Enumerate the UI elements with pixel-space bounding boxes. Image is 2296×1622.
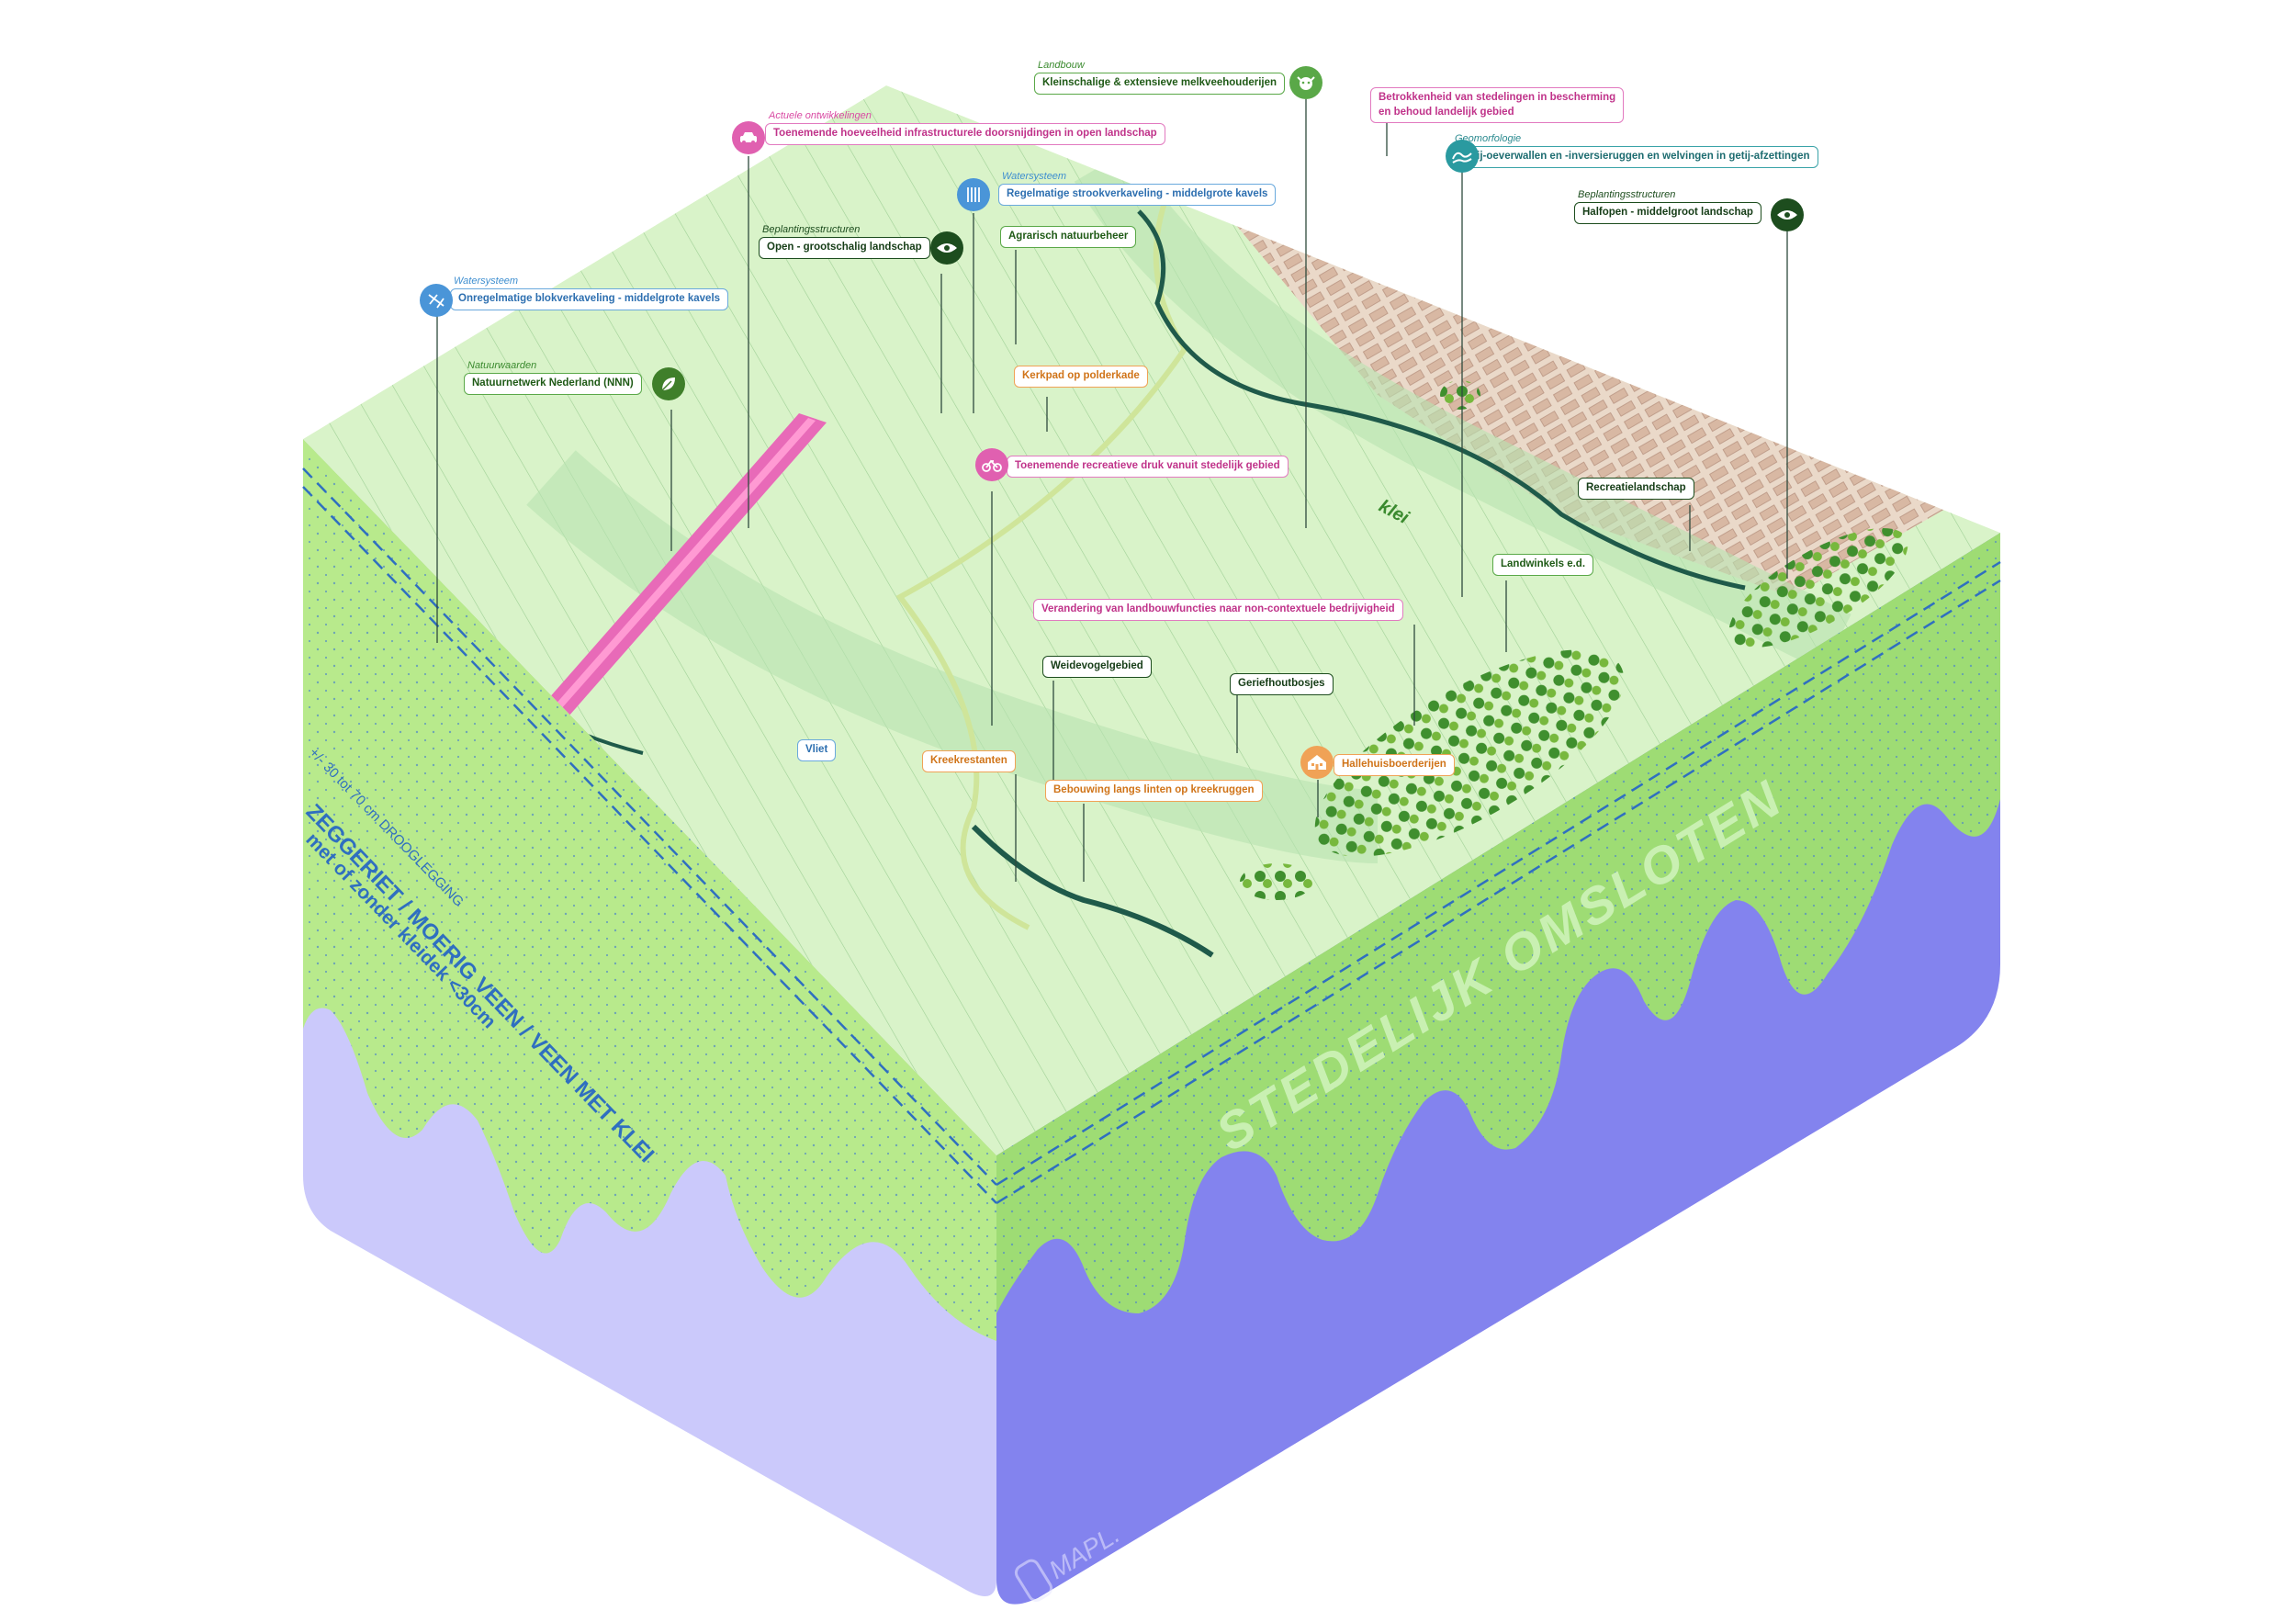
leaf-icon (652, 367, 685, 400)
bicycle-icon (975, 448, 1008, 481)
label-actuele-ontwikkelingen: Actuele ontwikkelingen Toenemende hoevee… (765, 110, 1165, 145)
label-beplanting-halfopen: Beplantingsstructuren Halfopen - middelg… (1574, 189, 1761, 224)
label-verandering-landbouwfuncties: Verandering van landbouwfuncties naar no… (1033, 599, 1403, 621)
left-soil-face (302, 439, 997, 1596)
label-natuurwaarden: Natuurwaarden Natuurnetwerk Nederland (N… (464, 360, 642, 395)
label-kerkpad: Kerkpad op polderkade (1014, 366, 1148, 388)
label-geomorfologie: Geomorfologie Getij-oeverwallen en -inve… (1451, 133, 1818, 168)
label-watersysteem-blok: Watersysteem Onregelmatige blokverkaveli… (450, 276, 729, 310)
label-kreekrestanten: Kreekrestanten (922, 750, 1016, 772)
right-soil-face (996, 533, 2001, 1605)
label-vliet: Vliet (797, 739, 837, 761)
car-icon (732, 121, 765, 154)
eye-icon (930, 231, 963, 265)
label-hallehuisboerderijen: Hallehuisboerderijen (1334, 754, 1455, 776)
label-geriefhoutbosjes: Geriefhoutbosjes (1230, 673, 1334, 695)
eye-icon (1771, 198, 1804, 231)
label-watersysteem-strook: Watersysteem Regelmatige strookverkaveli… (998, 171, 1277, 206)
wave-icon (1446, 140, 1479, 173)
farmhouse-icon (1300, 746, 1334, 779)
label-recreatielandschap: Recreatielandschap (1578, 478, 1694, 500)
label-betrokkenheid: Betrokkenheid van stedelingen in bescher… (1370, 87, 1625, 124)
cow-icon (1289, 66, 1322, 99)
label-landwinkels: Landwinkels e.d. (1492, 554, 1594, 576)
label-recreatieve-druk: Toenemende recreatieve druk vanuit stede… (1007, 456, 1289, 478)
label-bebouwing-linten: Bebouwing langs linten op kreekruggen (1045, 780, 1263, 802)
label-landbouw: Landbouw Kleinschalige & extensieve melk… (1034, 60, 1286, 95)
label-leader-lines (436, 99, 1788, 882)
label-weidevogelgebied: Weidevogelgebied (1042, 656, 1152, 678)
label-beplanting-open: Beplantingsstructuren Open - grootschali… (759, 224, 930, 259)
ditches-icon (957, 178, 990, 211)
ditches-icon (420, 284, 453, 317)
label-agrarisch-natuurbeheer: Agrarisch natuurbeheer (1000, 226, 1137, 248)
